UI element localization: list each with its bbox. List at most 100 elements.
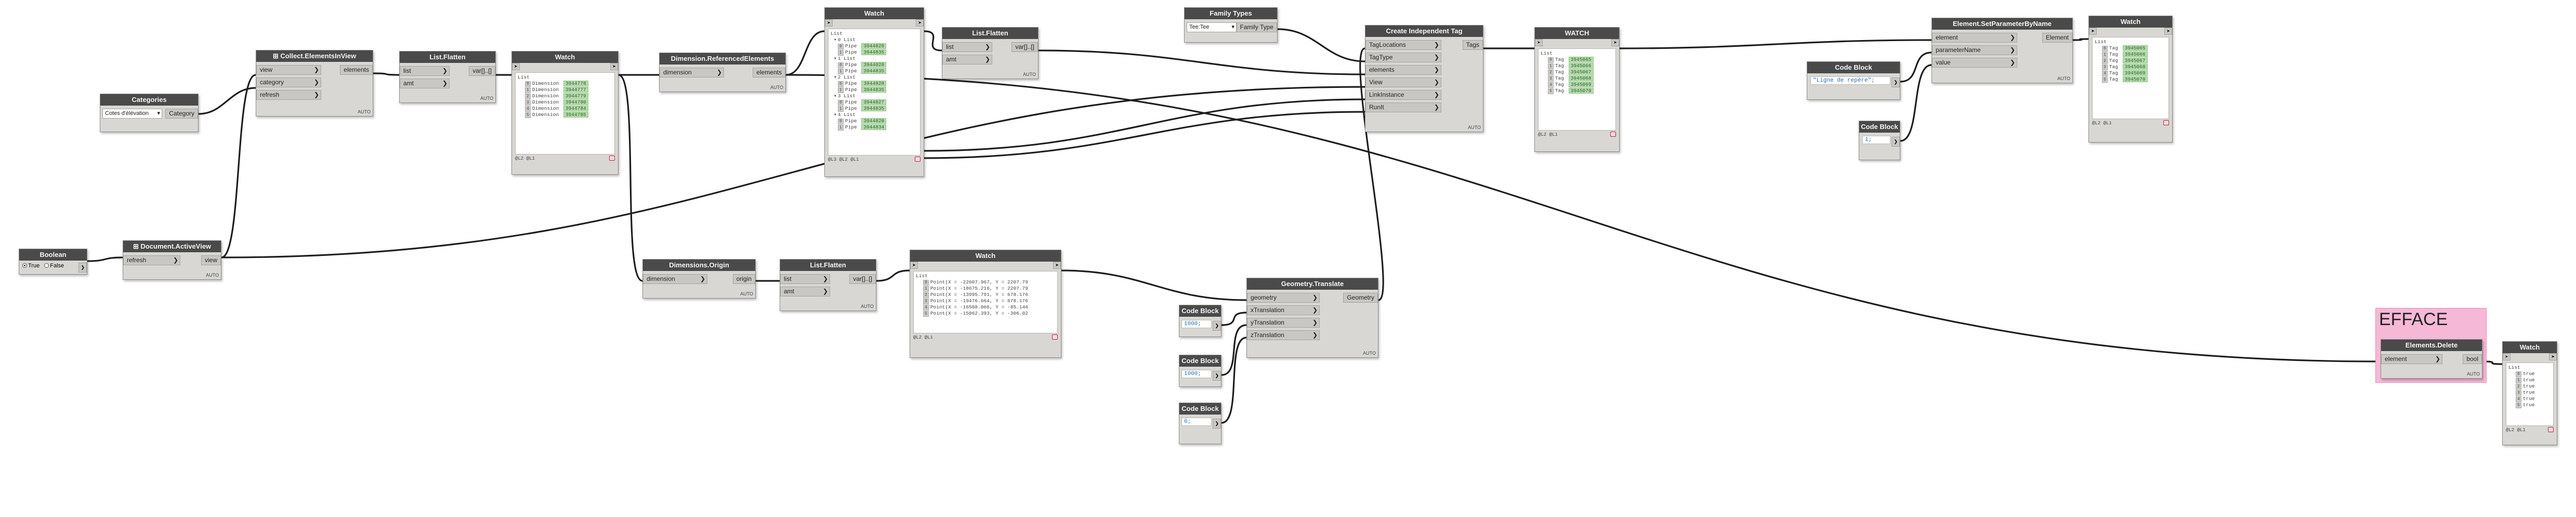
true-radio[interactable]: True — [22, 263, 40, 269]
input-port-ztranslation[interactable]: zTranslation❯ — [1247, 330, 1320, 340]
input-port-taglocations[interactable]: TagLocations❯ — [1365, 40, 1441, 50]
connector-wire[interactable] — [618, 74, 643, 282]
element-id[interactable]: 3945066 — [2122, 51, 2148, 57]
output-port[interactable]: ➤ — [2164, 28, 2172, 35]
input-port-refresh[interactable]: refresh❯ — [256, 90, 321, 100]
element-id[interactable]: 3944828 — [861, 43, 887, 49]
input-port[interactable]: ➤ — [512, 63, 520, 70]
code-editor[interactable]: 1000; — [1181, 370, 1212, 378]
connector-wire[interactable] — [198, 87, 256, 115]
list-level-toggle-icon[interactable] — [2548, 427, 2554, 432]
output-port[interactable]: var[]..[] — [1011, 42, 1038, 52]
element-id[interactable]: 3945067 — [1568, 69, 1594, 75]
node-list-flatten[interactable]: List.Flatten list❯var[]..[] amt❯ AUTO — [399, 51, 496, 103]
input-port-element[interactable]: element❯ — [2381, 354, 2442, 364]
output-port[interactable]: ❯ — [78, 263, 87, 273]
expand-arrow-icon[interactable]: ▾ — [834, 93, 837, 99]
connector-wire[interactable] — [785, 30, 825, 76]
element-id[interactable]: 3945068 — [2122, 64, 2148, 70]
connector-wire[interactable] — [1900, 51, 1932, 83]
input-port[interactable]: ➤ — [2503, 353, 2511, 360]
node-elements-delete[interactable]: Elements.Delete element❯bool AUTO — [2381, 339, 2482, 379]
output-port[interactable]: Tags — [1462, 40, 1483, 50]
output-port[interactable]: origin — [732, 274, 755, 284]
input-port-ytranslation[interactable]: yTranslation❯ — [1247, 318, 1320, 328]
input-port-value[interactable]: value❯ — [1932, 58, 2017, 68]
element-id[interactable]: 3944780 — [563, 99, 588, 105]
connector-wire[interactable] — [924, 98, 1365, 152]
connector-wire[interactable] — [221, 74, 256, 258]
element-id[interactable]: 3944835 — [861, 68, 887, 74]
output-port[interactable]: Category — [165, 109, 198, 119]
element-id[interactable]: 3945068 — [1568, 75, 1594, 81]
input-port-element[interactable]: element❯ — [1932, 33, 2017, 43]
node-create-independent-tag[interactable]: Create Independent Tag TagLocations❯Tags… — [1365, 25, 1483, 132]
element-id[interactable]: 3944784 — [563, 106, 588, 111]
element-id[interactable]: 3944828 — [861, 62, 887, 68]
element-id[interactable]: 3945070 — [1568, 88, 1594, 94]
element-id[interactable]: 3945070 — [2122, 76, 2148, 82]
connector-wire[interactable] — [1061, 269, 1247, 301]
node-collect-elements-in-view[interactable]: ⊞ Collect.ElementsInView view❯elements c… — [256, 50, 373, 117]
node-code-block[interactable]: Code Block 1000; ❯ — [1179, 305, 1221, 337]
node-code-block[interactable]: Code Block "Ligne de repère"; ❯ — [1807, 61, 1900, 100]
output-port[interactable]: ➤ — [610, 63, 618, 70]
input-port-xtranslation[interactable]: xTranslation❯ — [1247, 305, 1320, 315]
element-id[interactable]: 3945066 — [1568, 63, 1594, 69]
output-port[interactable]: ❯ — [1213, 321, 1221, 331]
expand-arrow-icon[interactable]: ▾ — [834, 112, 837, 118]
output-port[interactable]: elements — [340, 65, 373, 75]
expand-arrow-icon[interactable]: ▾ — [834, 37, 837, 43]
input-port-tagtype[interactable]: TagType❯ — [1365, 53, 1441, 62]
element-id[interactable]: 3944835 — [861, 49, 887, 55]
list-level-toggle-icon[interactable] — [609, 156, 615, 161]
node-categories[interactable]: Categories Cotes d'élévation▾ Category — [100, 94, 199, 132]
output-port[interactable]: var[]..[] — [469, 66, 495, 76]
output-port[interactable]: Family Type — [1236, 22, 1277, 32]
element-id[interactable]: 3945069 — [2122, 70, 2148, 76]
node-family-types[interactable]: Family Types Tee:Tee▾ Family Type — [1184, 7, 1278, 43]
node-element-set-parameter-by-name[interactable]: Element.SetParameterByName element❯Eleme… — [1931, 18, 2073, 83]
input-port-view[interactable]: View❯ — [1365, 77, 1441, 87]
connector-wire[interactable] — [2072, 38, 2089, 41]
input-port-dimension[interactable]: dimension❯ — [660, 68, 724, 77]
node-document-active-view[interactable]: ⊞ Document.ActiveView refresh❯view AUTO — [123, 240, 221, 280]
input-port[interactable]: ➤ — [910, 262, 918, 269]
output-port[interactable]: ❯ — [1891, 137, 1900, 147]
output-port[interactable]: bool — [2463, 354, 2482, 364]
list-level-toggle-icon[interactable] — [915, 157, 921, 162]
code-editor[interactable]: 1; — [1862, 136, 1890, 144]
element-id[interactable]: 3945065 — [1568, 57, 1594, 62]
connector-wire[interactable] — [1900, 64, 1932, 142]
input-port-list[interactable]: list❯ — [942, 42, 992, 52]
input-port[interactable]: ➤ — [2089, 28, 2097, 35]
output-port[interactable]: ➤ — [1053, 262, 1061, 269]
expand-arrow-icon[interactable]: ▾ — [834, 74, 837, 80]
list-level-toggle-icon[interactable] — [1052, 334, 1058, 340]
element-id[interactable]: 3944827 — [861, 99, 887, 105]
node-code-block[interactable]: Code Block 1; ❯ — [1859, 121, 1900, 160]
node-geometry-translate[interactable]: Geometry.Translate geometry❯Geometry xTr… — [1246, 278, 1378, 358]
element-id[interactable]: 3944828 — [861, 81, 887, 86]
element-id[interactable]: 3944835 — [861, 87, 887, 93]
family-type-dropdown[interactable]: Tee:Tee▾ — [1187, 22, 1237, 32]
input-port-list[interactable]: list❯ — [780, 274, 830, 284]
output-port[interactable]: ❯ — [1213, 419, 1221, 429]
node-dimensions-origin[interactable]: Dimensions.Origin dimension❯origin AUTO — [642, 259, 756, 299]
input-port-view[interactable]: view❯ — [256, 65, 321, 75]
connector-wire[interactable] — [924, 30, 942, 51]
connector-wire[interactable] — [1221, 324, 1247, 376]
false-radio[interactable]: False — [44, 263, 64, 269]
connector-wire[interactable] — [924, 111, 1365, 159]
node-list-flatten[interactable]: List.Flatten list❯var[]..[] amt❯ AUTO — [780, 259, 876, 311]
output-port[interactable]: var[]..[] — [849, 274, 876, 284]
node-code-block[interactable]: Code Block 1000; ❯ — [1179, 355, 1221, 387]
input-port-amt[interactable]: amt❯ — [780, 287, 830, 296]
